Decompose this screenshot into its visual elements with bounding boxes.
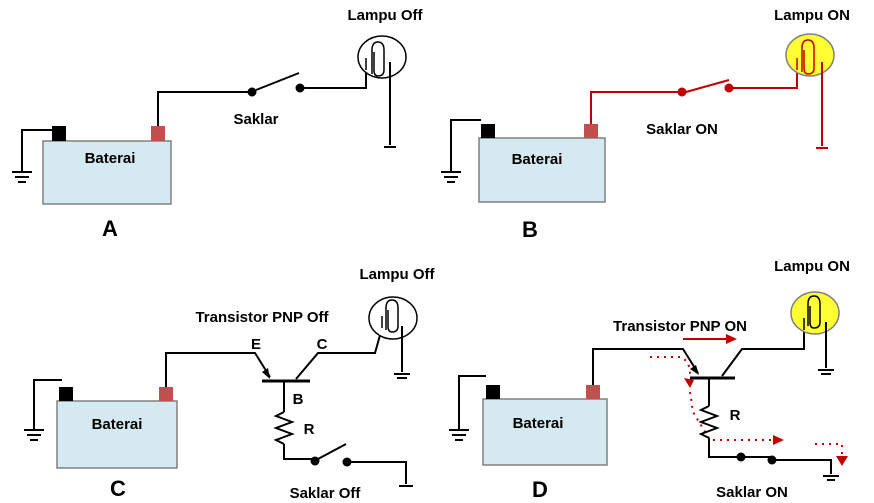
panel-b: Baterai Saklar ON Lampu ON B	[441, 7, 850, 242]
switch-wire-d	[772, 459, 832, 474]
emitter-arrow-d	[690, 365, 699, 375]
resistor-d	[698, 405, 720, 439]
lamp-label-b: Lampu ON	[774, 7, 850, 24]
switch-label-d: Saklar ON	[716, 484, 788, 501]
current-path-d-1	[650, 356, 691, 376]
panel-d: Baterai R Saklar ON Lampu ON Trans	[449, 258, 850, 502]
switch-lever-a	[255, 72, 300, 91]
current-arrowhead-d-1	[726, 334, 737, 344]
transistor-label-c: Transistor PNP Off	[195, 309, 329, 326]
battery-label-c: Baterai	[92, 416, 143, 433]
lamp-c	[368, 296, 418, 340]
lamp-label-d: Lampu ON	[774, 258, 850, 275]
transistor-label-d: Transistor PNP ON	[613, 318, 747, 335]
wire-b-2	[729, 70, 798, 89]
emitter-label-c: E	[251, 336, 261, 353]
current-path-d-3	[815, 443, 843, 456]
emitter-arrow-c	[262, 368, 270, 379]
lamp-filament-a	[365, 41, 385, 77]
negative-terminal-b	[481, 124, 495, 138]
lamp-a	[357, 35, 407, 79]
ground-symbol-c	[24, 379, 62, 441]
battery-label-a: Baterai	[85, 150, 136, 167]
lamp-label-a: Lampu Off	[348, 7, 424, 24]
panel-a: Baterai Saklar Lampu Off A	[12, 7, 423, 241]
wire-a-1	[157, 91, 252, 126]
switch-label-a: Saklar	[233, 111, 278, 128]
lamp-filament-b	[796, 39, 815, 75]
current-path-d-2	[689, 391, 775, 441]
lamp-label-c: Lampu Off	[360, 266, 436, 283]
resistor-wire-d	[708, 438, 740, 458]
current-arrowhead-d-4	[836, 456, 848, 466]
battery-c	[56, 400, 178, 469]
lamp-filament-d	[803, 295, 821, 330]
battery-a	[42, 140, 172, 205]
switch-contact-a-1	[247, 87, 257, 97]
panel-letter-c: C	[110, 476, 126, 501]
battery-d	[482, 398, 608, 466]
switch-contact-c-1	[310, 456, 320, 466]
panel-letter-b: B	[522, 217, 538, 242]
switch-lever-c	[317, 443, 347, 460]
switch-label-b: Saklar ON	[646, 121, 718, 138]
negative-terminal-c	[59, 387, 73, 401]
resistor-c	[273, 411, 295, 445]
collector-wire-d	[721, 330, 805, 377]
resistor-label-c: R	[304, 421, 315, 438]
positive-terminal-d	[586, 385, 600, 399]
battery-label-b: Baterai	[512, 151, 563, 168]
emitter-wire-c	[165, 352, 271, 387]
resistor-wire-c	[283, 444, 315, 460]
collector-label-c: C	[317, 336, 328, 353]
emitter-wire-d	[592, 348, 699, 385]
switch-wire-c	[347, 461, 407, 484]
panel-letter-a: A	[102, 216, 118, 241]
current-arrowhead-d-3	[773, 435, 784, 445]
negative-terminal-a	[52, 126, 66, 141]
lamp-filament-c	[381, 299, 399, 333]
panel-letter-d: D	[532, 477, 548, 502]
panel-c: Baterai E C B R Saklar Off Lampu Off Tra…	[24, 266, 435, 502]
positive-terminal-a	[151, 126, 165, 141]
switch-lever-b	[685, 79, 730, 93]
ground-symbol-a	[12, 129, 52, 183]
negative-terminal-d	[486, 385, 500, 399]
resistor-label-d: R	[730, 407, 741, 424]
switch-contact-b-1	[677, 87, 687, 97]
current-arrowhead-d-2	[684, 378, 694, 388]
collector-wire-c	[295, 327, 383, 380]
switch-label-c: Saklar Off	[290, 485, 362, 502]
battery-label-d: Baterai	[513, 415, 564, 432]
ground-symbol-d	[449, 375, 486, 441]
positive-terminal-c	[159, 387, 173, 401]
positive-terminal-b	[584, 124, 598, 138]
base-label-c: B	[293, 391, 304, 408]
ground-symbol-b	[441, 119, 481, 183]
battery-b	[478, 137, 606, 203]
wire-a-2	[300, 70, 367, 89]
wire-b-1	[590, 91, 682, 124]
